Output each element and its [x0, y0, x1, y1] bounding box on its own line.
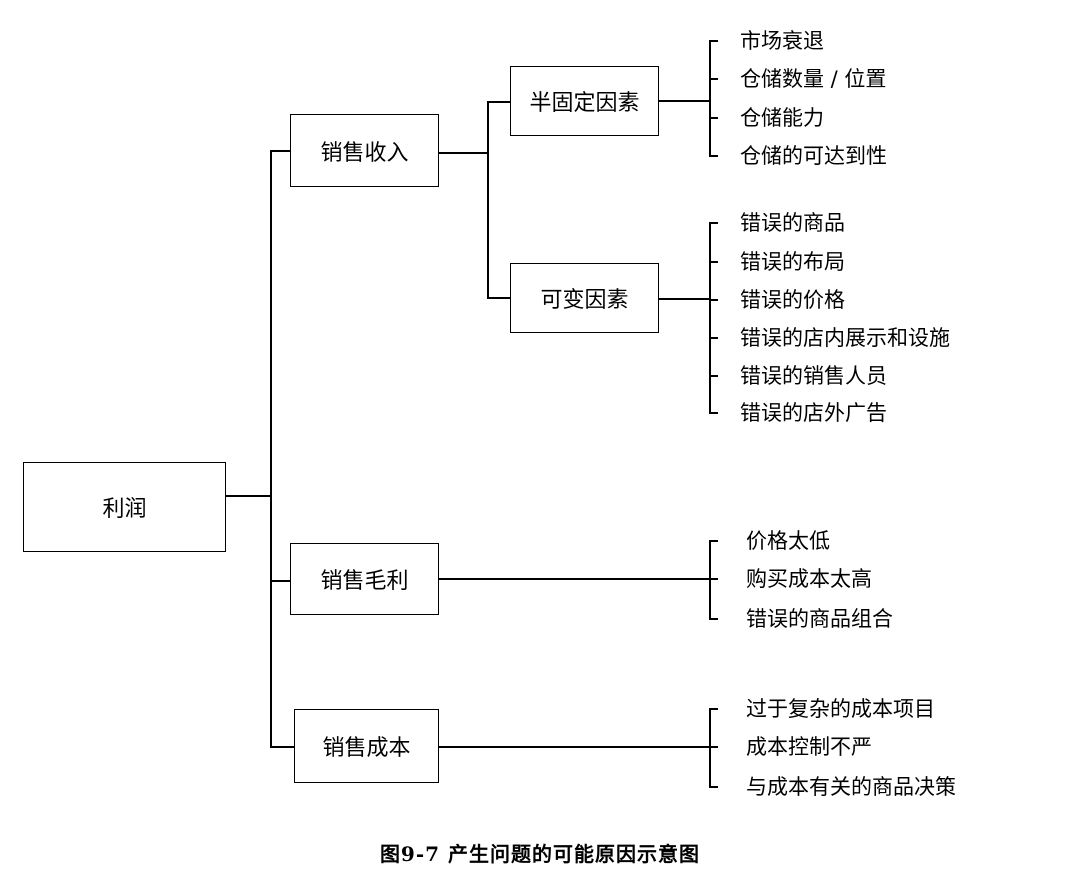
semi-fixed-tick-1: [709, 40, 718, 42]
connector-level1-spine: [270, 150, 272, 748]
sales-cost-item: 与成本有关的商品决策: [746, 775, 956, 799]
sales-cost-tick-3: [709, 786, 718, 788]
variable-tick-5: [709, 375, 718, 377]
gross-margin-tick-3: [709, 618, 718, 620]
connector-to-gross-margin: [270, 580, 290, 582]
root-box-profit: 利润: [23, 462, 226, 552]
variable-item: 错误的布局: [740, 250, 845, 274]
connector-variable-out: [659, 298, 711, 300]
semi-fixed-tick-4: [709, 155, 718, 157]
sales-cost-label: 销售成本: [322, 736, 411, 761]
variable-item: 错误的店内展示和设施: [740, 326, 950, 350]
sales-revenue-label: 销售收入: [320, 140, 409, 166]
connector-to-sales-revenue: [270, 150, 290, 152]
variable-item: 错误的销售人员: [740, 364, 887, 388]
connector-semi-fixed-out: [659, 100, 711, 102]
box-gross-margin: 销售毛利: [290, 543, 439, 615]
sales-cost-tick-1: [709, 708, 718, 710]
connector-gross-margin-out: [439, 578, 711, 580]
sales-cost-item: 成本控制不严: [746, 735, 872, 759]
semi-fixed-tick-3: [709, 117, 718, 119]
variable-tick-2: [709, 261, 718, 263]
semi-fixed-item: 市场衰退: [740, 29, 824, 53]
root-label: 利润: [102, 497, 147, 522]
gross-margin-item: 错误的商品组合: [746, 607, 893, 631]
connector-to-variable: [487, 297, 510, 299]
box-variable-factors: 可变因素: [510, 263, 659, 333]
gross-margin-tick-1: [709, 540, 718, 542]
sales-cost-tick-2: [709, 746, 718, 748]
sales-cost-item: 过于复杂的成本项目: [746, 697, 935, 721]
variable-item: 错误的店外广告: [740, 401, 887, 425]
variable-items-spine: [709, 222, 711, 414]
variable-tick-6: [709, 412, 718, 414]
variable-item: 错误的商品: [740, 211, 845, 235]
connector-to-semi-fixed: [487, 101, 510, 103]
box-sales-cost: 销售成本: [294, 709, 439, 783]
semi-fixed-label: 半固定因素: [529, 91, 640, 116]
variable-tick-4: [709, 337, 718, 339]
semi-fixed-tick-2: [709, 78, 718, 80]
semi-fixed-item: 仓储能力: [740, 106, 824, 130]
semi-fixed-item: 仓储数量 / 位置: [740, 67, 887, 91]
box-sales-revenue: 销售收入: [290, 114, 439, 187]
connector-root-out: [226, 495, 272, 497]
variable-label: 可变因素: [540, 288, 629, 313]
box-semi-fixed-factors: 半固定因素: [510, 66, 659, 136]
semi-fixed-item: 仓储的可达到性: [740, 144, 887, 168]
connector-to-sales-cost: [270, 746, 294, 748]
variable-tick-1: [709, 222, 718, 224]
sales-cost-items-spine: [709, 708, 711, 788]
connector-factors-spine: [487, 101, 489, 299]
connector-sales-revenue-out: [439, 152, 489, 154]
variable-item: 错误的价格: [740, 288, 845, 312]
connector-sales-cost-out: [439, 746, 711, 748]
semi-fixed-items-spine: [709, 40, 711, 157]
gross-margin-item: 购买成本太高: [746, 567, 872, 591]
variable-tick-3: [709, 299, 718, 301]
figure-caption: 图9-7 产生问题的可能原因示意图: [379, 842, 701, 866]
gross-margin-items-spine: [709, 540, 711, 620]
gross-margin-label: 销售毛利: [320, 569, 409, 594]
gross-margin-tick-2: [709, 578, 718, 580]
gross-margin-item: 价格太低: [746, 529, 830, 553]
